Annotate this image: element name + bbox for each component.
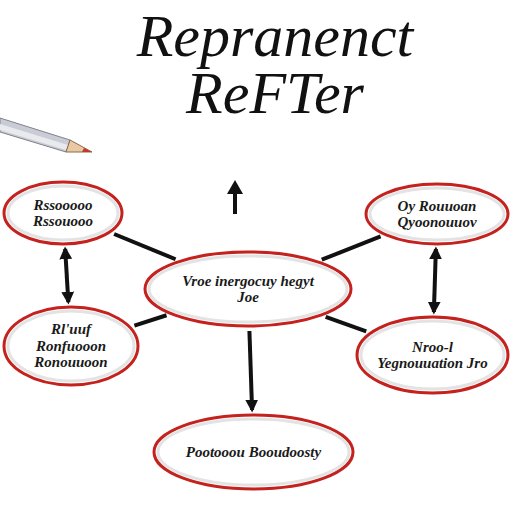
node-text: Oy Rouuoan Qyoonouuov	[384, 182, 489, 246]
oval-node: Oy Rouuoan Qyoonouuov	[364, 182, 510, 246]
connector-arrow	[434, 249, 436, 312]
oval-node: Rl'uuf Ronfuooon Ronouuoon	[2, 305, 140, 387]
node-text: Vroe inergocuy hegyt Joe	[172, 250, 323, 328]
node-text: Nroo-l Yegnouuation Jro	[377, 315, 489, 395]
node-text: Pootooou Booudoosty	[180, 413, 326, 491]
connector-arrow	[326, 317, 367, 332]
up-arrow	[227, 180, 243, 214]
oval-node: Vroe inergocuy hegyt Joe	[143, 250, 353, 328]
node-text: Rl'uuf Ronfuooon Ronouuoon	[21, 305, 120, 387]
oval-node: Pootooou Booudoosty	[152, 413, 355, 491]
connector-arrow	[65, 249, 68, 302]
connector-arrow	[249, 331, 252, 410]
node-text: Rssooooo Rssouooo	[19, 180, 107, 246]
oval-node: Rssooooo Rssouooo	[2, 180, 124, 246]
connector-arrow	[114, 234, 175, 259]
oval-node: Nroo-l Yegnouuation Jro	[355, 315, 510, 395]
connector-arrow	[134, 315, 166, 325]
connector-arrow	[322, 236, 381, 259]
diagram-title: Repranenct ReFTer	[50, 8, 500, 122]
pencil-illustration	[0, 118, 92, 152]
